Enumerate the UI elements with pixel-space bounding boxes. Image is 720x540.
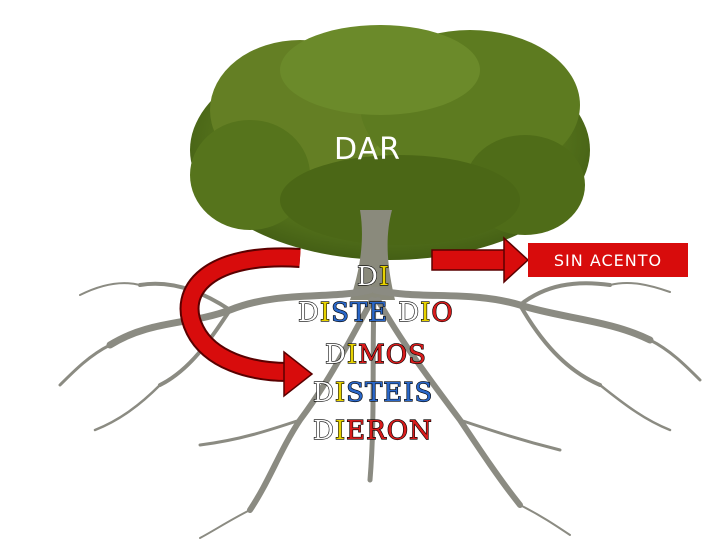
verb-title: DAR: [334, 132, 401, 167]
conjugation-ellos: DIERON: [313, 416, 433, 446]
curved-arrow-icon: [190, 257, 312, 396]
conjugation-vosotros: DISTEIS: [313, 378, 433, 408]
sin-acento-note: SIN ACENTO: [528, 243, 688, 277]
conjugation-nosotros: DIMOS: [325, 340, 427, 370]
conjugation-yo: DI: [357, 262, 390, 292]
